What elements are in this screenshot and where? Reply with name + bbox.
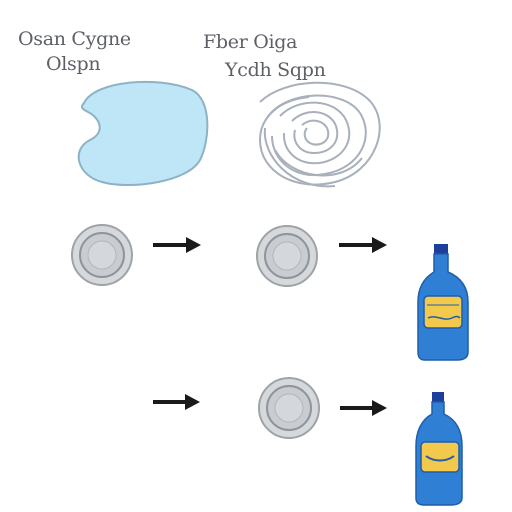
bottle-icon (417, 244, 469, 361)
right-subtitle: Ycdh Sqpn (225, 59, 326, 81)
swirl-icon (258, 81, 381, 188)
left-title: Osan Cygne (18, 28, 131, 50)
arrow-right-icon (340, 400, 387, 416)
disc-icon (71, 224, 133, 286)
right-title: Fber Oiga (203, 31, 298, 53)
left-subtitle: Olspn (46, 53, 101, 75)
arrow-right-icon (339, 237, 387, 253)
disc-icon (258, 377, 320, 439)
disc-icon (256, 225, 318, 287)
arrow-right-icon (153, 394, 200, 410)
bottle-icon (415, 392, 463, 506)
arrow-right-icon (153, 237, 201, 253)
liquid-blob-icon (77, 80, 209, 187)
